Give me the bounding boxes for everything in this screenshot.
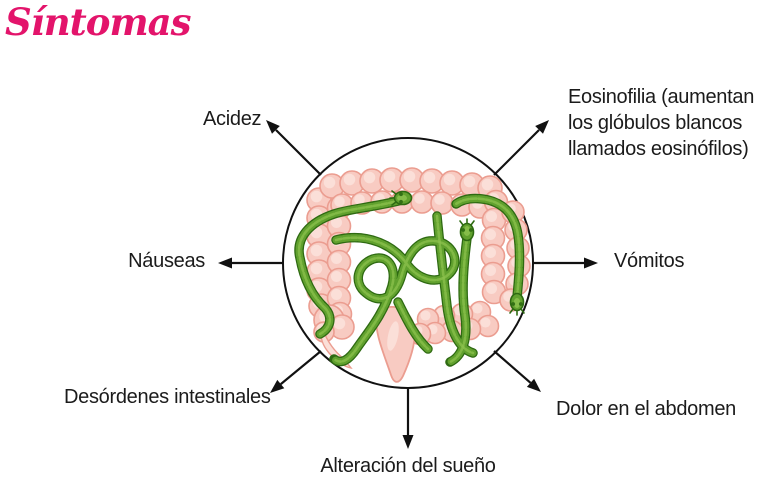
arrow-up-right [493, 120, 549, 176]
symptom-label-alteracion-sueno: Alteración del sueño [320, 455, 496, 477]
worm-head-right-lower-icon [509, 292, 525, 316]
page-title: Síntomas [5, 0, 191, 44]
arrow-down-right [493, 350, 541, 392]
symptom-label-dolor-abdomen: Dolor en el abdomen [556, 398, 736, 420]
eosinofilia-line-2: los glóbulos blancos [568, 112, 743, 134]
arrow-down-left [270, 350, 322, 393]
symptom-label-vomitos: Vómitos [614, 250, 685, 272]
eosinofilia-line-1: Eosinofilia (aumentan [568, 86, 755, 108]
symptom-label-nauseas: Náuseas [128, 250, 205, 272]
worm-head-top-center-icon [389, 190, 413, 206]
intestine-with-worms-icon [294, 167, 531, 383]
symptom-label-acidez: Acidez [203, 108, 262, 130]
arrow-right [533, 257, 598, 269]
symptom-label-eosinofilia: Eosinofilia (aumentan los glóbulos blanc… [568, 84, 768, 162]
eosinofilia-line-3: llamados eosinófilos) [568, 138, 749, 160]
symptom-label-desordenes-intestinales: Desórdenes intestinales [64, 386, 271, 408]
arrow-left [218, 257, 283, 269]
worm-head-right-upper-icon [459, 218, 475, 242]
arrow-up-left [266, 120, 322, 176]
arrow-down [402, 389, 414, 449]
